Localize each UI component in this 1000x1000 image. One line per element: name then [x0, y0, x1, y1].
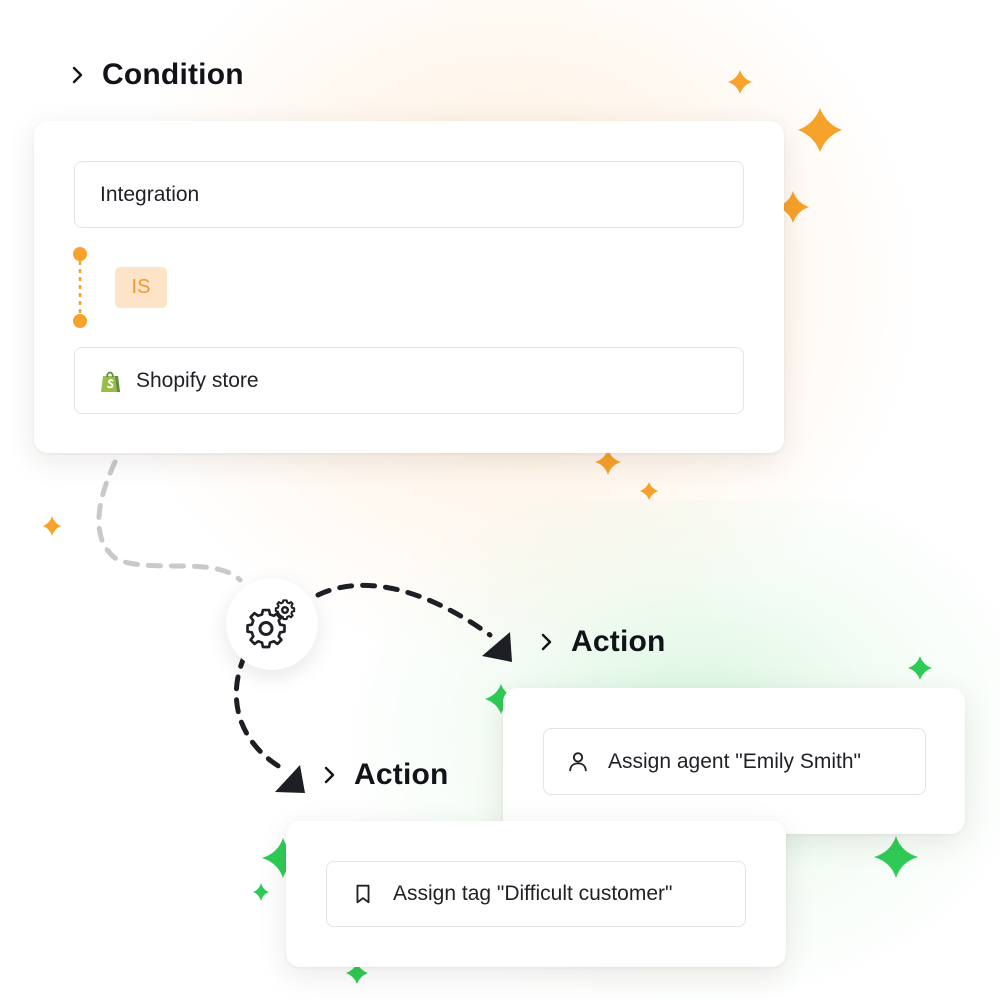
- action-two-heading[interactable]: Action: [320, 758, 449, 792]
- sparkle-icon: [728, 70, 752, 94]
- shopify-store-label: Shopify store: [136, 368, 259, 392]
- gear-to-action-one-connector: [315, 582, 493, 638]
- sparkle-icon: [43, 516, 61, 536]
- action-one-heading[interactable]: Action: [537, 625, 666, 659]
- bookmark-icon: [356, 884, 370, 904]
- chevron-right-icon: [541, 633, 552, 651]
- sparkle-icon: [595, 449, 621, 475]
- sparkle-icon: [908, 656, 932, 680]
- gear-to-action-two-connector: [233, 652, 288, 773]
- sparkle-icon: [253, 883, 269, 901]
- integration-field[interactable]: Integration: [74, 161, 744, 228]
- action-two-title: Action: [354, 758, 449, 791]
- arrowhead-action-one: [482, 632, 512, 662]
- automation-gear-node[interactable]: [226, 578, 318, 670]
- shopify-store-field[interactable]: Shopify store: [74, 347, 744, 414]
- operator-label: IS: [131, 276, 151, 298]
- operator-connector: [73, 247, 87, 328]
- shopify-bag-icon: [101, 371, 120, 392]
- sparkle-icon: [485, 684, 517, 714]
- condition-title: Condition: [102, 58, 244, 91]
- chevron-right-icon: [324, 766, 335, 784]
- condition-heading[interactable]: Condition: [68, 58, 244, 92]
- operator-badge[interactable]: IS: [115, 267, 167, 308]
- action-one-card: Assign agent "Emily Smith": [503, 688, 965, 834]
- condition-to-gear-connector: [96, 459, 243, 583]
- sparkle-icon: [798, 108, 842, 152]
- assign-tag-field[interactable]: Assign tag "Difficult customer": [326, 861, 746, 927]
- assign-agent-label: Assign agent "Emily Smith": [608, 749, 862, 773]
- gears-icon: [246, 599, 296, 649]
- sparkle-icon: [640, 482, 658, 500]
- action-two-card: Assign tag "Difficult customer": [286, 821, 786, 967]
- assign-tag-label: Assign tag "Difficult customer": [393, 882, 673, 905]
- sparkle-icon: [777, 191, 809, 223]
- sparkle-icon: [874, 836, 918, 878]
- integration-label: Integration: [100, 182, 200, 206]
- assign-agent-field[interactable]: Assign agent "Emily Smith": [543, 728, 926, 795]
- sparkle-icon: [346, 963, 368, 984]
- arrowhead-action-two: [275, 765, 305, 793]
- condition-card: Integration IS Shopify store: [34, 121, 784, 453]
- action-one-title: Action: [571, 625, 666, 658]
- sparkle-icon: [262, 838, 304, 878]
- user-icon: [569, 751, 587, 771]
- chevron-right-icon: [72, 66, 83, 84]
